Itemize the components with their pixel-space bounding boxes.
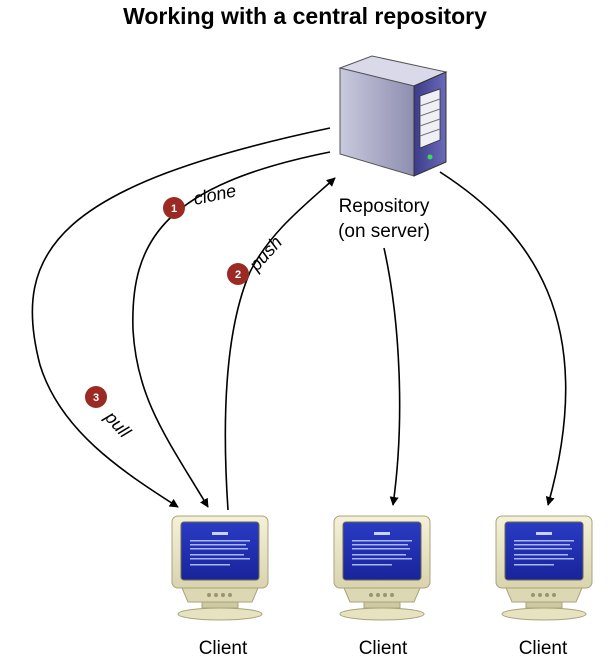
step-3-number: 3 [93, 392, 99, 404]
client-2-label: Client [359, 638, 408, 659]
client-1-label: Client [199, 638, 248, 659]
step-3-badge: 3 [85, 386, 107, 408]
server-label-line1: Repository [339, 196, 430, 217]
push-arrow [224, 177, 336, 511]
step-2-badge: 2 [227, 263, 249, 285]
step-2-number: 2 [235, 269, 241, 281]
diagram-title: Working with a central repository [123, 3, 487, 29]
distribute-arrow-client3 [439, 171, 567, 506]
client-3-monitor-icon [495, 515, 593, 621]
step-3-label: pull [100, 407, 135, 443]
step-1-badge: 1 [163, 197, 185, 219]
step-1-label: clone [192, 180, 238, 209]
server-label-line2: (on server) [338, 221, 430, 242]
clone-arrow [132, 151, 331, 508]
client-1-monitor-icon [171, 515, 269, 621]
server-tower-icon [338, 55, 448, 177]
pull-arrow [31, 127, 331, 508]
distribute-arrow-client2 [383, 247, 401, 506]
client-2-monitor-icon [333, 515, 431, 621]
step-1-number: 1 [171, 203, 177, 215]
client-3-label: Client [519, 638, 568, 659]
